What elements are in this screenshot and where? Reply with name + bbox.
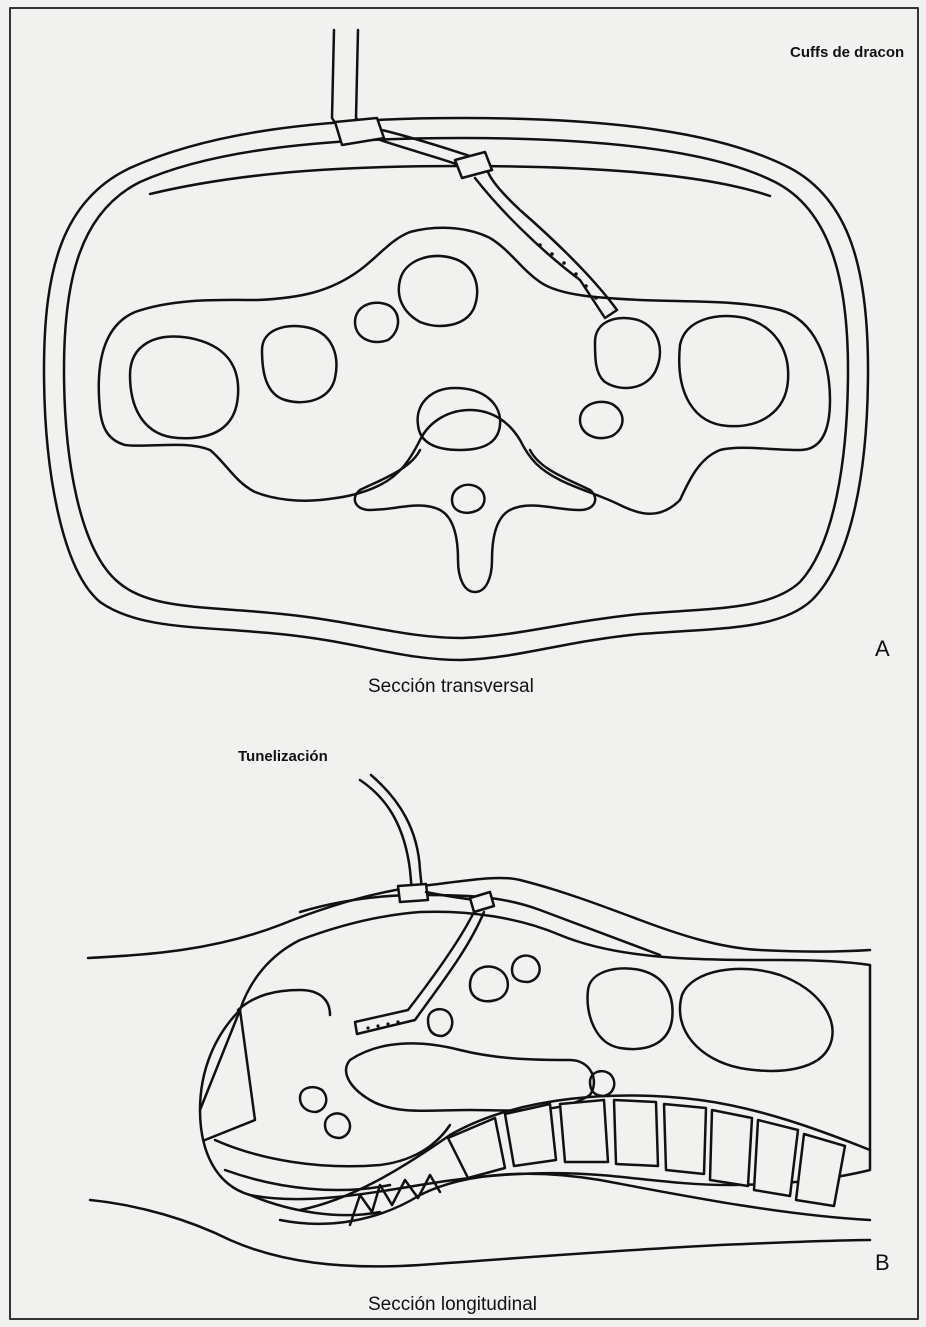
transverse-section-drawing	[44, 30, 868, 660]
organ-loop-5	[595, 318, 660, 388]
bowel-loop-4	[588, 968, 673, 1049]
skin-surface-line	[88, 878, 870, 958]
organ-loop-6	[679, 316, 788, 426]
tunnel-label: Tunelización	[238, 748, 328, 765]
peritoneal-cavity	[99, 228, 830, 514]
catheter-tube-b	[360, 775, 422, 892]
vertebrae	[448, 1100, 845, 1206]
bowel-loop-3	[428, 1009, 452, 1036]
panel-letter-a: A	[875, 636, 890, 662]
dracon-cuff-b2	[470, 892, 494, 912]
vertebra-body	[418, 388, 501, 450]
vertebra-arch	[355, 450, 595, 592]
abdominal-wall-fold	[238, 990, 330, 1015]
back-skin-line	[90, 1200, 870, 1266]
abdominal-wall-lower	[200, 1010, 255, 1140]
organ-loop-2	[262, 326, 336, 402]
bowel-loop-2	[512, 956, 540, 982]
spinal-canal	[452, 485, 484, 513]
panel-letter-b: B	[875, 1250, 890, 1276]
organ-loop-3	[355, 303, 398, 342]
bowel-loop-7	[300, 1087, 326, 1112]
catheter-intraperitoneal-b	[355, 912, 484, 1034]
organ-loop-7	[580, 402, 623, 438]
dracon-cuff-b1	[398, 884, 428, 902]
bowel-loop-1	[470, 966, 508, 1001]
organ-loop-center	[399, 256, 477, 326]
bowel-loop-6	[680, 969, 833, 1071]
caption-transverse: Sección transversal	[368, 676, 534, 698]
caption-longitudinal: Sección longitudinal	[368, 1294, 537, 1316]
organ-loop-left	[130, 337, 238, 439]
longitudinal-section-drawing	[88, 775, 870, 1266]
bowel-loop-8	[325, 1113, 350, 1138]
page-frame	[10, 8, 918, 1319]
dracon-cuff-2	[455, 152, 492, 178]
cuffs-label: Cuffs de dracon	[790, 44, 904, 61]
